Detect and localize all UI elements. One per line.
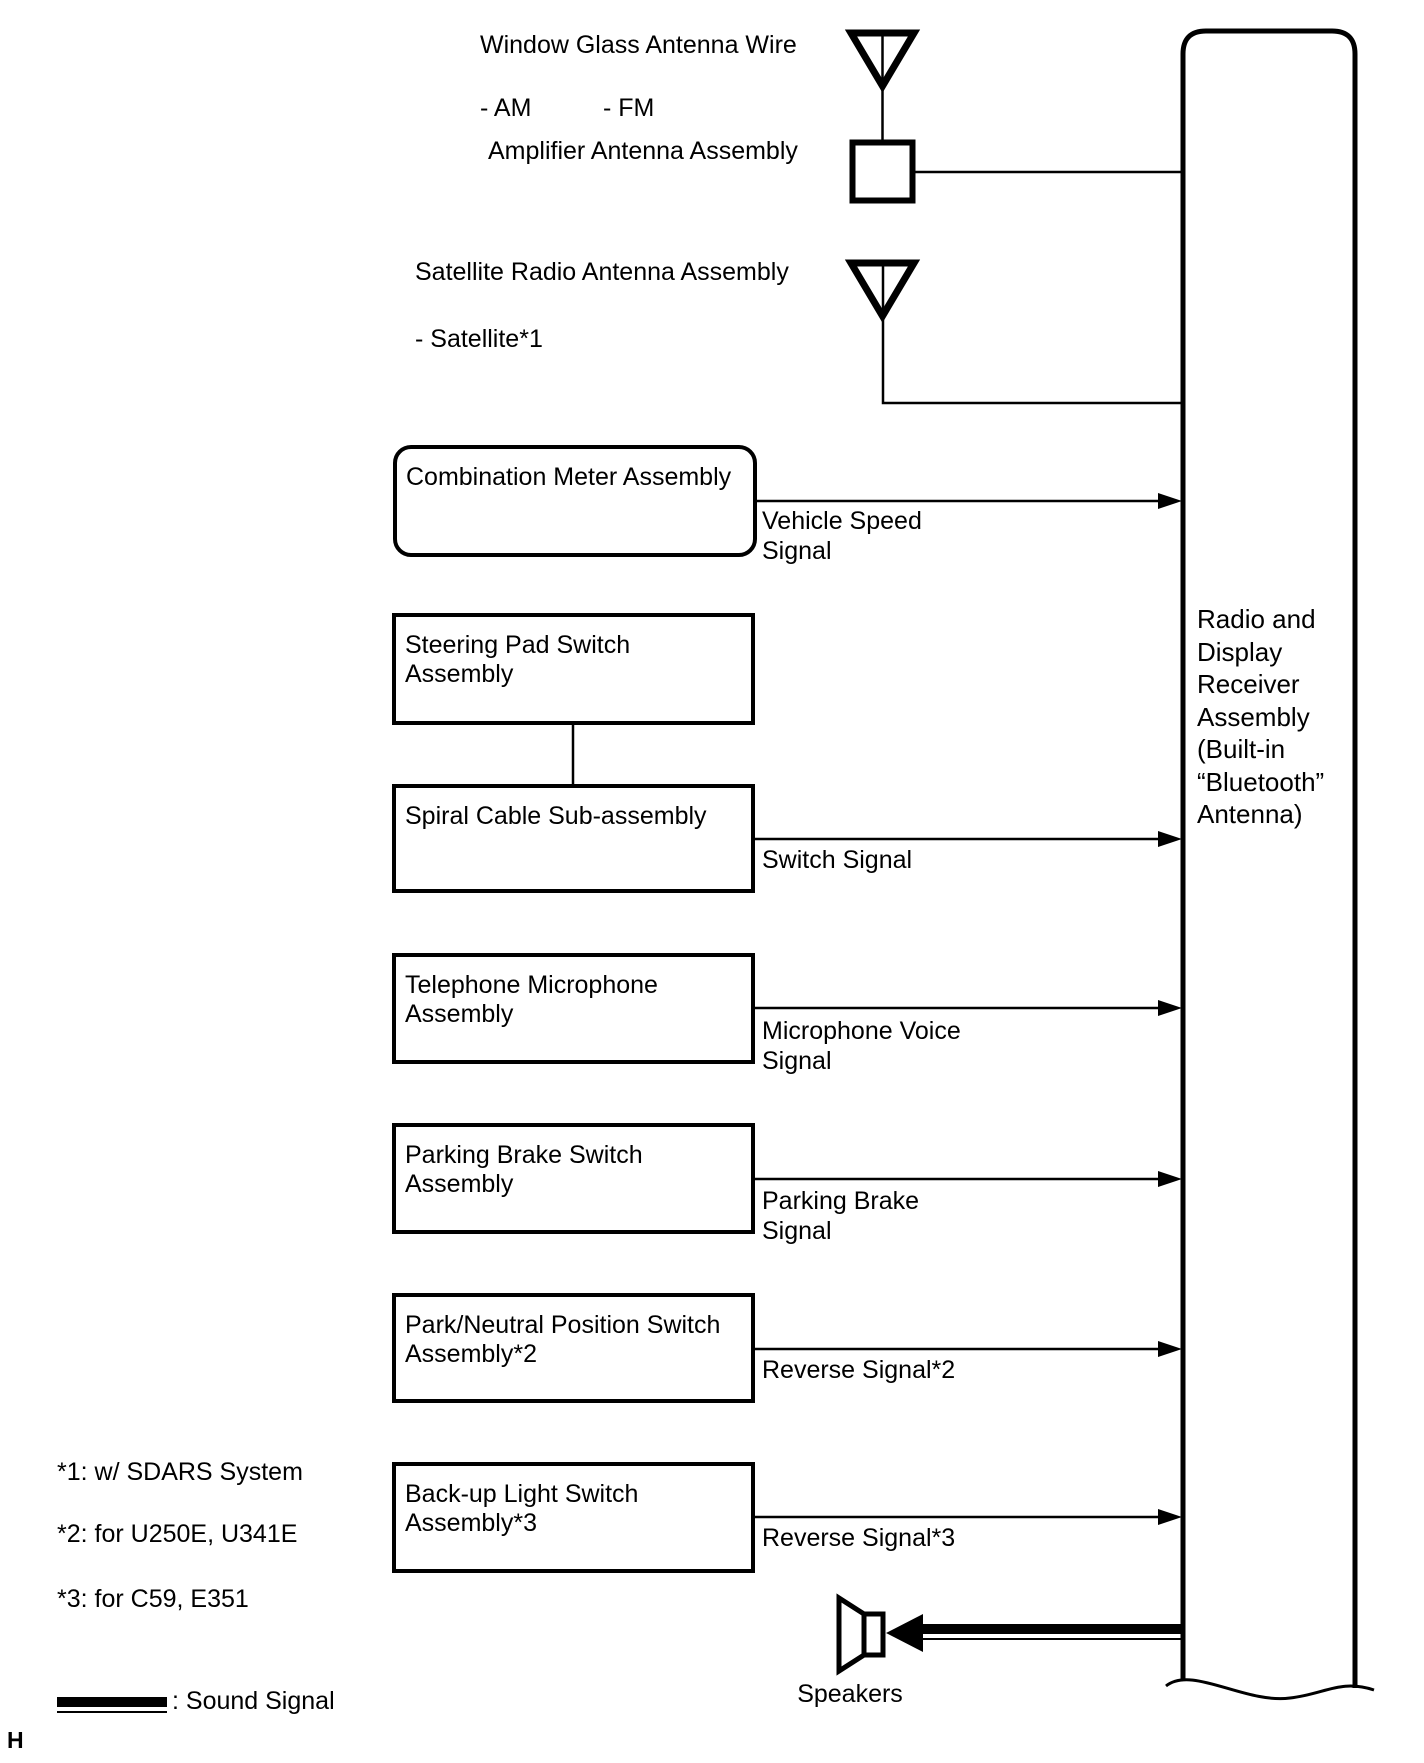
switch-signal-arrow: [755, 831, 1182, 847]
back-up-light-switch-assembly-box: Back-up Light Switch Assembly*3: [392, 1462, 755, 1573]
parking-brake-switch-assembly-label: Parking Brake Switch Assembly: [405, 1141, 643, 1198]
footnote-2: *2: for U250E, U341E: [57, 1520, 298, 1548]
speakers-label: Speakers: [797, 1680, 903, 1708]
parking-brake-switch-assembly-box: Parking Brake Switch Assembly: [392, 1123, 755, 1234]
parking-brake-signal-label: Parking Brake Signal: [762, 1187, 920, 1245]
window-glass-antenna-wire-label: Window Glass Antenna Wire: [480, 31, 797, 59]
footnote-1: *1: w/ SDARS System: [57, 1458, 303, 1486]
reverse-signal-3-label: Reverse Signal*3: [762, 1524, 956, 1552]
reverse-signal-2-arrow: [755, 1341, 1182, 1357]
legend-sound-signal-sample: [57, 1697, 167, 1713]
amfm-antenna-icon: [844, 29, 921, 145]
am-band-label: - AM: [480, 94, 532, 122]
back-up-light-switch-assembly-label: Back-up Light Switch Assembly*3: [405, 1480, 639, 1537]
sound-signal-legend-label: : Sound Signal: [172, 1687, 335, 1715]
receiver-outline: [1165, 28, 1375, 1701]
vehicle-speed-signal-label: Vehicle Speed Signal: [762, 507, 922, 565]
speaker-icon: [836, 1593, 886, 1676]
combination-meter-assembly-label: Combination Meter Assembly: [406, 463, 732, 491]
reverse-signal-2-label: Reverse Signal*2: [762, 1356, 956, 1384]
radio-display-receiver-assembly-label: Radio and Display Receiver Assembly (Bui…: [1197, 604, 1325, 829]
page-marker: H: [7, 1727, 24, 1753]
park-neutral-position-switch-assembly-box: Park/Neutral Position Switch Assembly*2: [392, 1293, 755, 1403]
vehicle-speed-arrow: [757, 493, 1182, 509]
park-neutral-position-switch-assembly-label: Park/Neutral Position Switch Assembly*2: [405, 1311, 721, 1368]
satellite-band-label: - Satellite*1: [415, 325, 543, 353]
parking-brake-arrow: [755, 1171, 1182, 1187]
telephone-microphone-assembly-label: Telephone Microphone Assembly: [405, 971, 658, 1028]
spiral-cable-sub-assembly-box: Spiral Cable Sub-assembly: [392, 784, 755, 893]
footnote-3: *3: for C59, E351: [57, 1585, 249, 1613]
amplifier-antenna-box: [849, 139, 1183, 204]
steering-pad-switch-assembly-label: Steering Pad Switch Assembly: [405, 631, 631, 688]
steering-pad-switch-assembly-box: Steering Pad Switch Assembly: [392, 613, 755, 725]
satellite-radio-antenna-assembly-label: Satellite Radio Antenna Assembly: [415, 258, 789, 286]
reverse-signal-3-arrow: [755, 1509, 1182, 1525]
fm-band-label: - FM: [603, 94, 655, 122]
switch-signal-label: Switch Signal: [762, 846, 913, 874]
amplifier-antenna-assembly-label: Amplifier Antenna Assembly: [488, 137, 798, 165]
combination-meter-assembly-box: Combination Meter Assembly: [393, 445, 757, 557]
satellite-antenna-icon: [844, 259, 1183, 405]
microphone-voice-arrow: [755, 1000, 1182, 1016]
microphone-voice-signal-label: Microphone Voice Signal: [762, 1017, 961, 1075]
telephone-microphone-assembly-box: Telephone Microphone Assembly: [392, 953, 755, 1064]
sound-signal-line: [886, 1614, 1183, 1652]
spiral-cable-sub-assembly-label: Spiral Cable Sub-assembly: [405, 802, 707, 830]
